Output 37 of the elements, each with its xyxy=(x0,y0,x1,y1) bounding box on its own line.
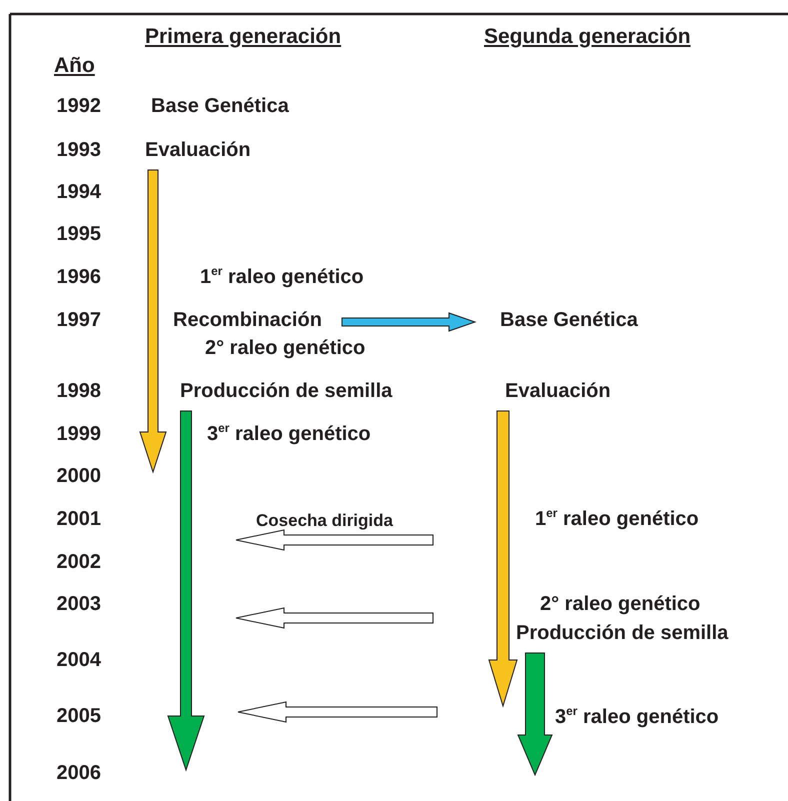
stage-label: Base Genética xyxy=(151,94,289,118)
stage-label: Producción de semilla xyxy=(516,621,728,645)
stage-label: Evaluación xyxy=(505,379,611,403)
stage-label: Recombinación xyxy=(173,308,322,332)
stage-label: Evaluación xyxy=(145,138,251,162)
stage-label: 1$^{er}$ raleo genético xyxy=(200,265,364,289)
column-heading: Primera generación xyxy=(145,25,342,49)
year-label: 1998 xyxy=(56,379,101,403)
year-label: 2003 xyxy=(56,592,101,616)
block-arrow xyxy=(167,410,205,772)
stage-label: 3$^{er}$ raleo genético xyxy=(555,705,719,729)
year-label: 2001 xyxy=(56,507,101,531)
stage-label: 1$^{er}$ raleo genético xyxy=(535,507,699,531)
year-label: 2000 xyxy=(56,464,101,488)
year-label: 1993 xyxy=(56,138,101,162)
year-label: 1995 xyxy=(56,222,101,246)
year-label: 2002 xyxy=(56,550,101,574)
column-heading: Año xyxy=(54,54,95,78)
year-label: 1996 xyxy=(56,265,101,289)
block-arrow xyxy=(517,652,553,776)
year-label: 2006 xyxy=(56,761,101,785)
block-arrow xyxy=(488,410,518,708)
stage-label: 3$^{er}$ raleo genético xyxy=(207,422,371,446)
block-arrow xyxy=(139,170,167,474)
stage-label: Base Genética xyxy=(500,308,638,332)
stage-label: Producción de semilla xyxy=(180,379,392,403)
stage-label: 2° raleo genético xyxy=(205,336,366,360)
year-label: 1992 xyxy=(56,94,101,118)
block-arrow xyxy=(342,312,477,332)
stage-label: 2° raleo genético xyxy=(540,592,700,616)
year-label: 1999 xyxy=(56,422,101,446)
year-label: 1997 xyxy=(56,308,101,332)
year-label: 2004 xyxy=(56,648,101,672)
column-heading: Segunda generación xyxy=(484,25,691,49)
year-label: 1994 xyxy=(56,180,101,204)
arrow-label: Cosecha dirigida xyxy=(256,510,393,532)
year-label: 2005 xyxy=(56,704,101,728)
